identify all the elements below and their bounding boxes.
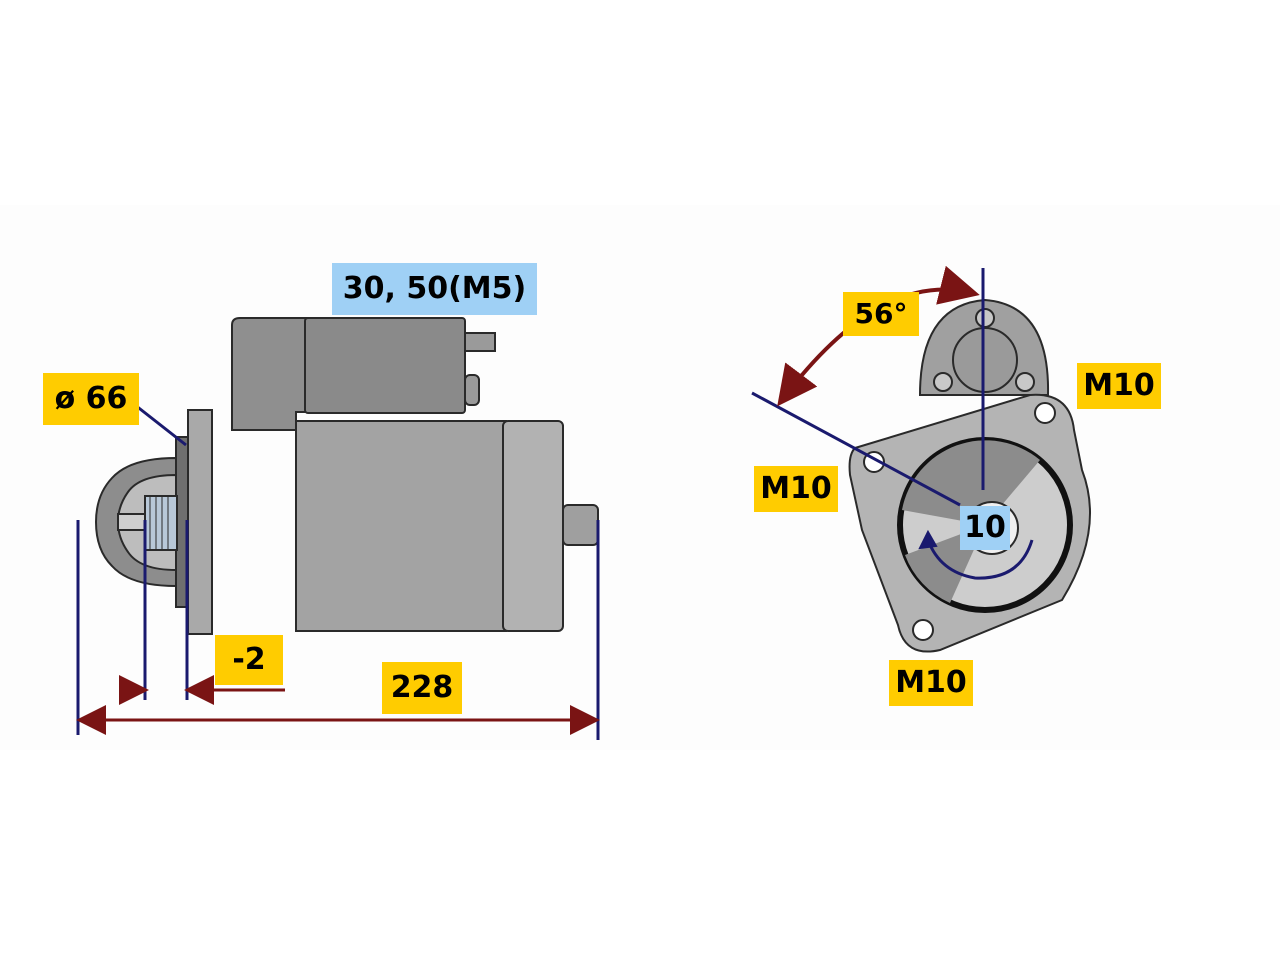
bolt-top-right-label: M10: [1077, 363, 1161, 409]
end-cap: [502, 420, 564, 632]
terminal-stud-upper: [464, 332, 496, 352]
offset-label: -2: [215, 635, 283, 685]
mounting-hole: [912, 619, 934, 641]
bolt-left-label: M10: [754, 466, 838, 512]
terminal-nut: [975, 308, 995, 328]
bore-sector: [902, 440, 1040, 525]
pinion-diameter-label: ø 66: [43, 373, 139, 425]
front-view-lines: [751, 265, 1034, 580]
side-view: [94, 317, 599, 635]
solenoid-inner: [952, 327, 1018, 393]
solenoid: [304, 317, 466, 414]
rear-shaft: [562, 504, 599, 546]
teeth-count-label: 10: [960, 506, 1010, 550]
mounting-flange: [187, 409, 213, 635]
solenoid-housing: [231, 317, 309, 431]
motor-body: [295, 420, 507, 632]
overall-length-label: 228: [382, 662, 462, 714]
terminal-stud-lower: [464, 374, 480, 406]
mounting-hole: [1034, 402, 1056, 424]
rotation-arrow: [926, 539, 1034, 580]
bolt-bottom-label: M10: [889, 660, 973, 706]
diameter-leader: [134, 403, 187, 447]
side-dimensions: [76, 403, 600, 740]
angle-label: 56°: [843, 292, 919, 336]
side-dimension-arrows: [76, 675, 600, 735]
terminal-nut: [933, 372, 953, 392]
terminal-nut: [1015, 372, 1035, 392]
reference-angled: [751, 391, 961, 507]
rotation-arrowhead: [918, 529, 938, 550]
terminal-spec-label: 30, 50(M5): [332, 263, 537, 315]
